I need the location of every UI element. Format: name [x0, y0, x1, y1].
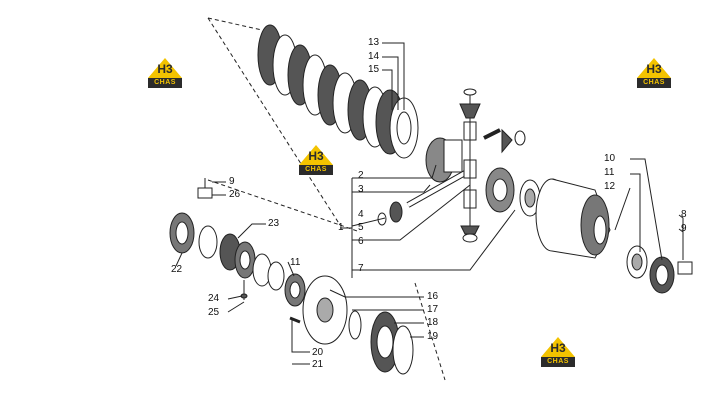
callout-25: 25 [208, 307, 220, 318]
callout-11: 11 [290, 257, 301, 268]
bevel-gear [425, 137, 463, 183]
flange-brake-assembly [289, 275, 414, 375]
watermark-logo: H3 CHAS [148, 56, 182, 92]
callout-leader-lines [175, 42, 684, 365]
watermark-logo: H3 CHAS [299, 143, 333, 179]
callout-19: 19 [427, 331, 439, 342]
callout-24: 24 [208, 293, 220, 304]
left-output-assembly [169, 212, 306, 307]
logo-mark: H3 [308, 149, 324, 163]
logo-mark: H3 [646, 62, 662, 76]
callout-15: 15 [368, 64, 380, 75]
logo-brand: CHAS [148, 78, 182, 88]
callout-4: 4 [358, 209, 364, 220]
clutch-disc-stack [257, 24, 419, 159]
logo-mark: H3 [550, 341, 566, 355]
callout-10: 10 [604, 153, 616, 164]
callout-18: 18 [427, 317, 439, 328]
callout-23: 23 [268, 218, 280, 229]
callout-2: 2 [358, 170, 364, 181]
logo-brand: CHAS [541, 357, 575, 367]
callout-13: 13 [368, 37, 380, 48]
logo-brand: CHAS [299, 165, 333, 175]
callout-17: 17 [427, 304, 439, 315]
callout-7: 7 [358, 263, 364, 274]
watermark-logo: H3 CHAS [541, 335, 575, 371]
callout-8: 8 [681, 209, 687, 220]
callout-9: 9 [681, 223, 687, 234]
house-roof-icon [148, 58, 182, 80]
callout-20: 20 [312, 347, 324, 358]
callout-1: 1 [338, 222, 344, 233]
side-gears-washers [377, 88, 526, 243]
logo-brand: CHAS [637, 78, 671, 88]
house-roof-icon [637, 58, 671, 80]
house-roof-icon [299, 145, 333, 167]
callout-11: 11 [604, 167, 615, 178]
callout-26: 26 [229, 189, 241, 200]
watermark-logo: H3 CHAS [637, 56, 671, 92]
callout-21: 21 [312, 359, 324, 370]
diff-housing-main [535, 178, 693, 294]
callout-9: 9 [229, 176, 235, 187]
callout-6: 6 [358, 236, 364, 247]
callout-22: 22 [171, 264, 183, 275]
house-roof-icon [541, 337, 575, 359]
callout-12: 12 [604, 181, 616, 192]
callout-14: 14 [368, 51, 380, 62]
diff-carrier-left [485, 167, 541, 217]
callout-3: 3 [358, 184, 364, 195]
dashed-guide-lines [207, 17, 446, 381]
callout-5: 5 [358, 222, 364, 233]
logo-mark: H3 [157, 62, 173, 76]
callout-16: 16 [427, 291, 439, 302]
